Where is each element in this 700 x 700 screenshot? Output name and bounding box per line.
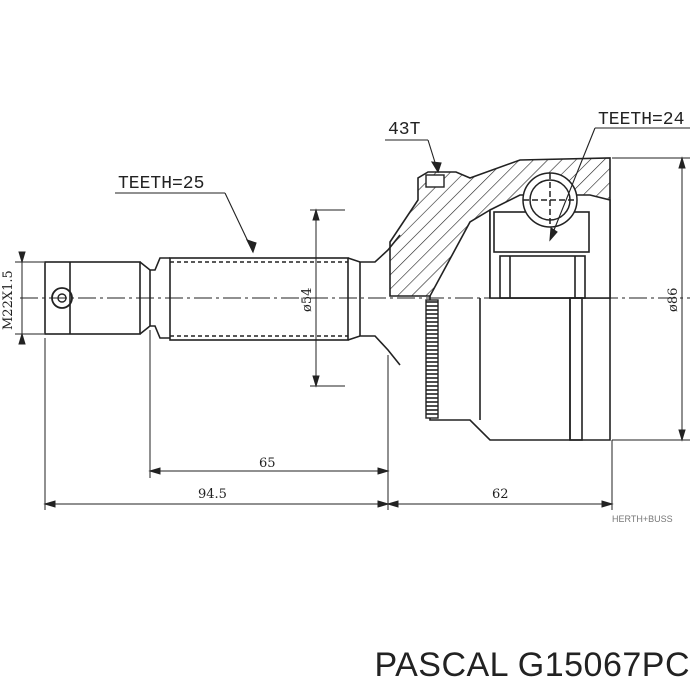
abs-marker <box>425 174 445 188</box>
label-abs-teeth: 43T <box>388 120 421 140</box>
label-dim-62: 62 <box>492 487 509 502</box>
part-caption: PASCAL G15067PC <box>374 646 690 684</box>
ball <box>522 172 578 228</box>
label-dim-94-5: 94.5 <box>198 487 227 502</box>
label-thread: M22X1.5 <box>1 270 16 330</box>
leaders <box>115 127 690 254</box>
label-teeth-right: TEETH=24 <box>598 110 684 130</box>
label-teeth-left: TEETH=25 <box>118 174 204 194</box>
dim-horizontal <box>43 330 614 510</box>
dim-86 <box>612 156 690 442</box>
dim-thread <box>15 251 44 345</box>
label-dim-65: 65 <box>259 456 276 471</box>
abs-teeth <box>426 301 438 415</box>
dim-54 <box>310 208 345 388</box>
cotter-hole <box>51 287 73 309</box>
watermark-logo: HERTH+BUSS <box>612 514 673 524</box>
label-dia-54: ø54 <box>300 288 315 312</box>
label-dia-86: ø86 <box>666 288 681 312</box>
shaft <box>44 234 401 366</box>
